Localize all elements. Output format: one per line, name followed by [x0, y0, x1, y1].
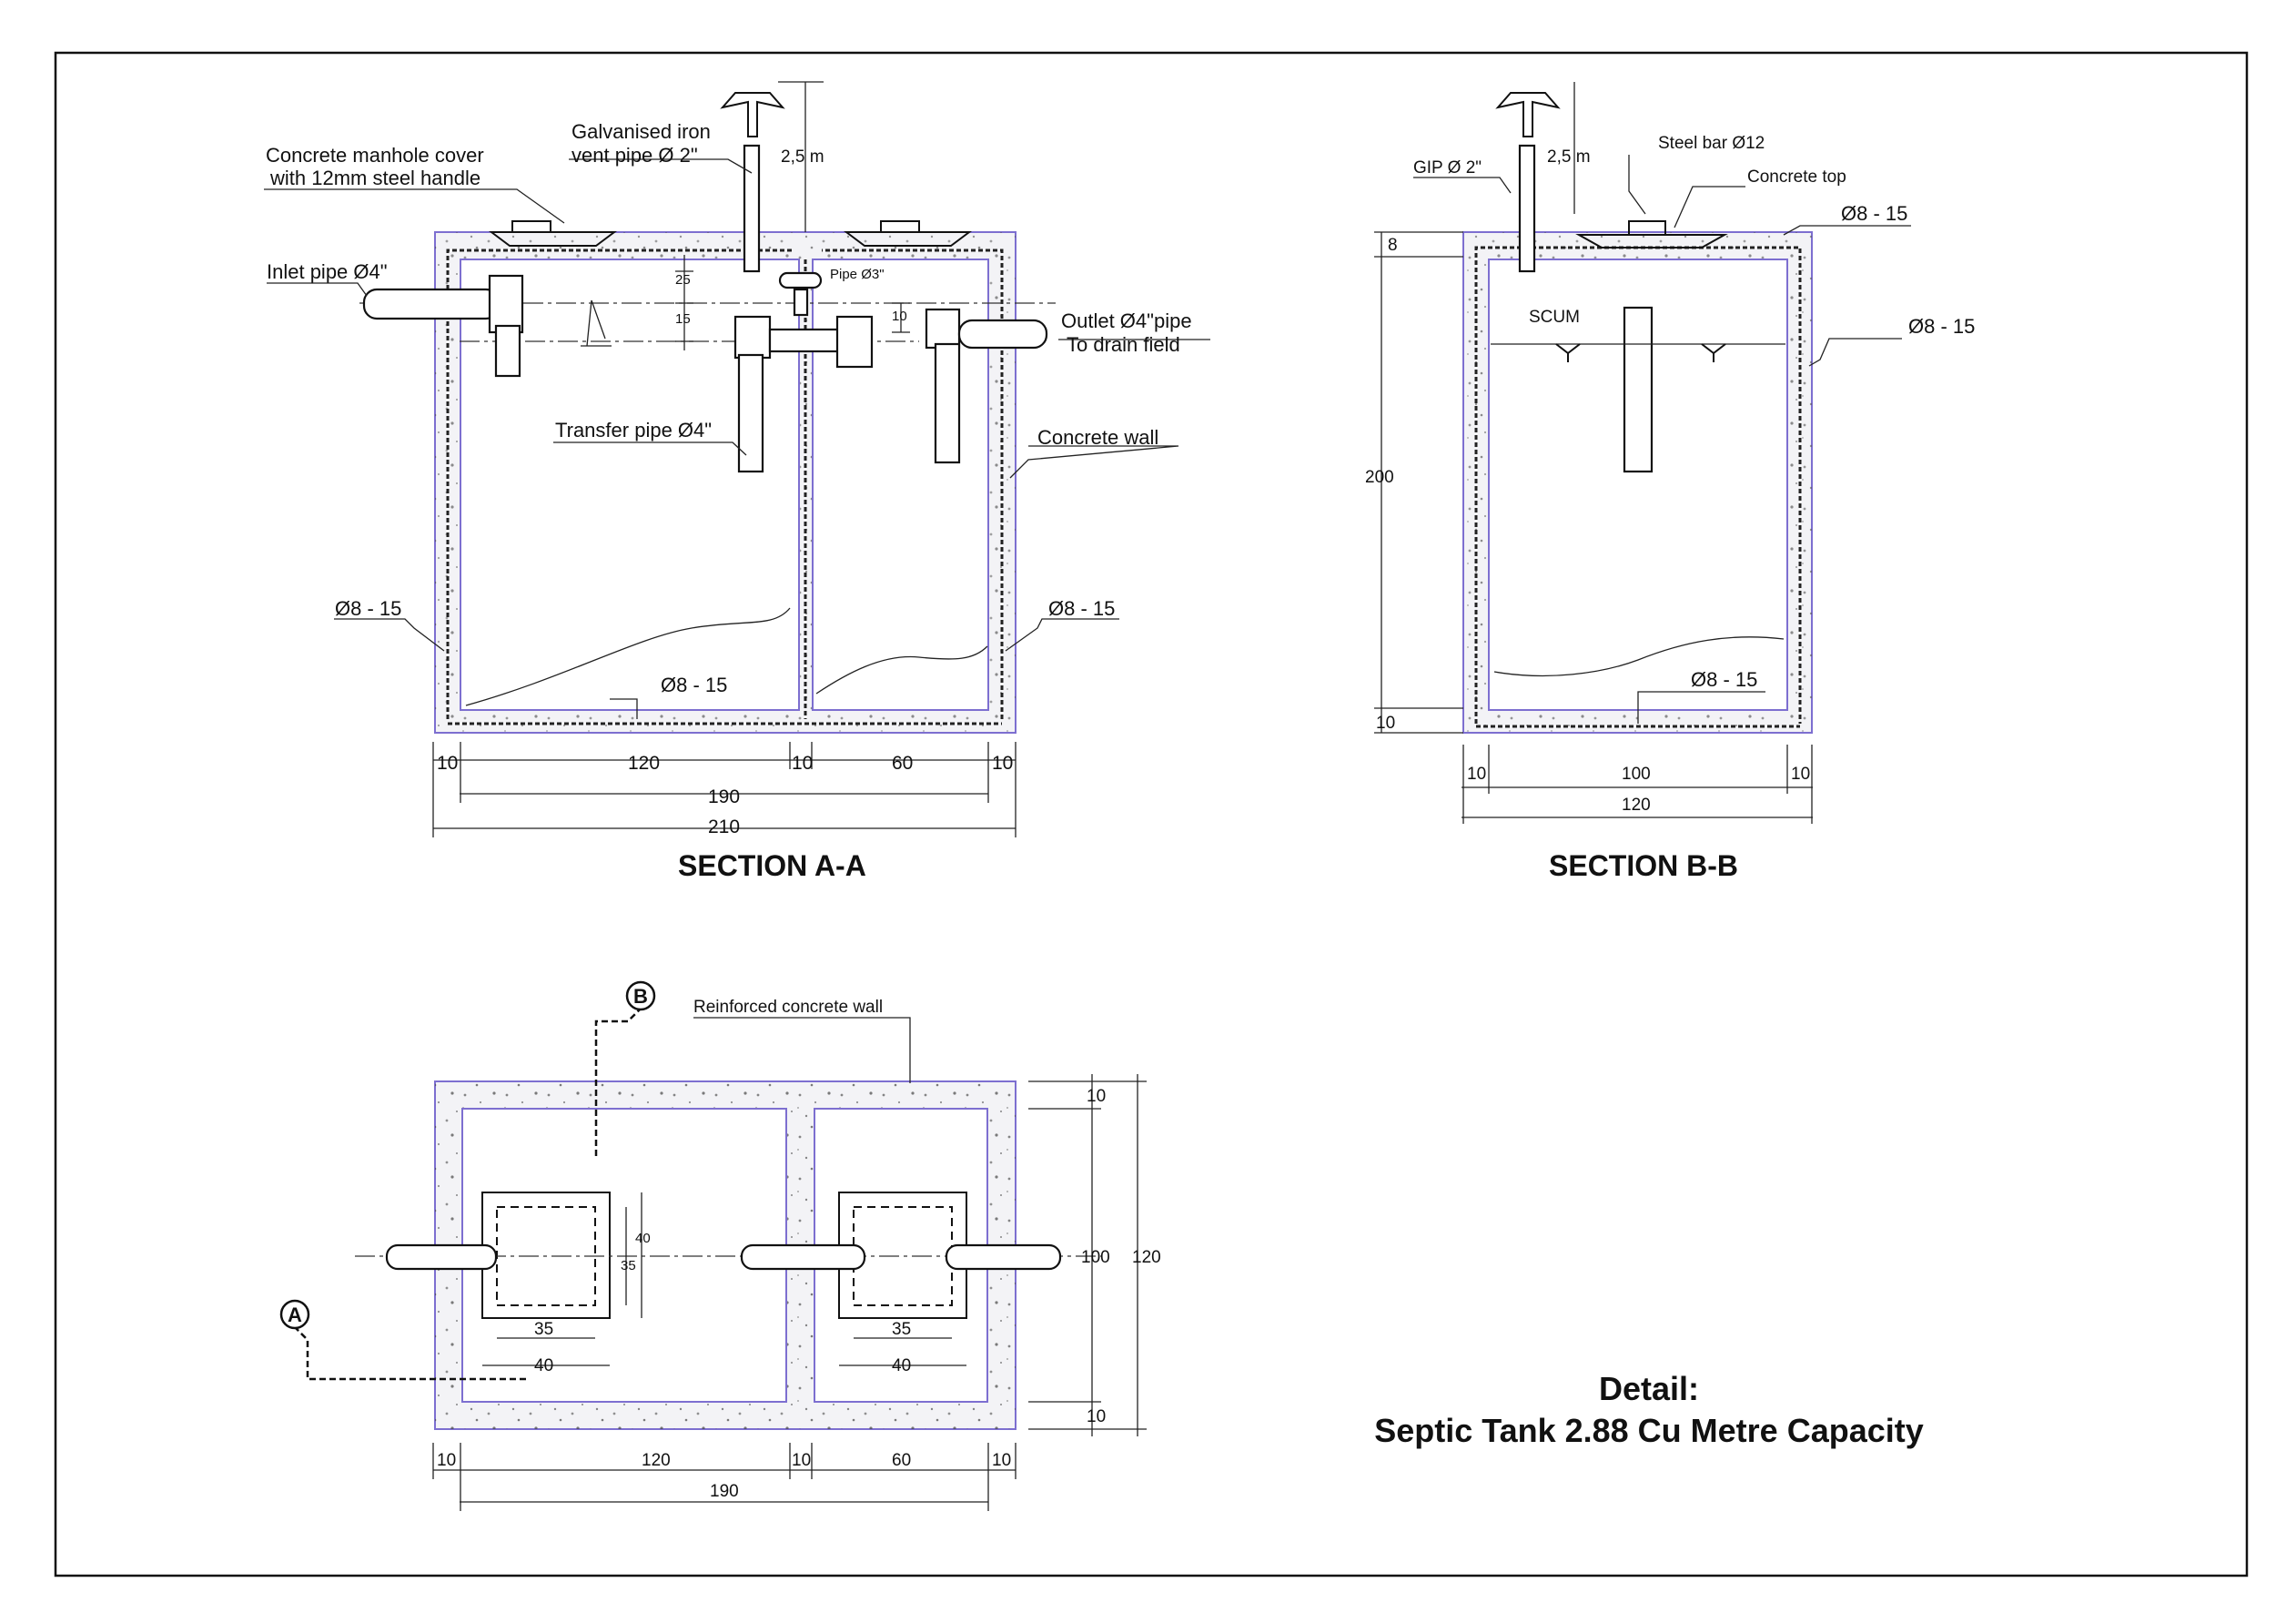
rebar-bottom-label: Ø8 - 15: [661, 674, 727, 696]
manhole-cover-label-1: Concrete manhole cover: [266, 144, 484, 167]
section-bb: [1374, 82, 1911, 824]
outlet-pipe-label-1: Outlet Ø4"pipe: [1061, 309, 1192, 332]
dim-wall-right: 10: [992, 753, 1013, 774]
dim-top-slab: 8: [1388, 236, 1398, 255]
bb-dim-wall-right: 10: [1791, 765, 1810, 784]
bb-rebar-top-label: Ø8 - 15: [1841, 202, 1907, 225]
level-25-label: 25: [675, 272, 691, 288]
dim-outer-total: 210: [708, 817, 740, 837]
detail-heading: Detail:: [1599, 1370, 1699, 1407]
sheet-border: [54, 51, 2249, 1577]
section-aa-title: SECTION A-A: [678, 849, 866, 882]
concrete-wall-label: Concrete wall: [1037, 426, 1158, 449]
section-aa: [264, 81, 1210, 837]
outlet-pipe-label-2: To drain field: [1067, 333, 1180, 356]
bb-vent-height-label: 2,5 m: [1547, 147, 1591, 167]
dim-wall-mid: 10: [792, 753, 813, 774]
scum-label: SCUM: [1529, 308, 1580, 327]
level-10-label: 10: [892, 309, 907, 324]
pipe-3-label: Pipe Ø3": [830, 267, 885, 282]
plan-dim-wall-left: 10: [437, 1451, 456, 1470]
bb-dim-wall-left: 10: [1467, 765, 1486, 784]
plan-dim-35-a: 35: [534, 1320, 553, 1339]
plan-dim-40-a: 40: [534, 1356, 553, 1375]
dim-inner-width: 100: [1622, 765, 1651, 784]
vent-pipe-label-1: Galvanised iron: [571, 120, 711, 143]
plan-dim-v40: 40: [635, 1231, 651, 1246]
bb-rebar-bottom-label: Ø8 - 15: [1691, 668, 1757, 691]
dim-chamber-2: 60: [892, 753, 913, 774]
plan-dim-chamber-2: 60: [892, 1451, 911, 1470]
inlet-pipe-label: Inlet pipe Ø4": [267, 260, 388, 283]
dim-outer-width: 120: [1622, 796, 1651, 815]
plan-dim-wall-bottom: 10: [1087, 1407, 1106, 1426]
gip-label: GIP Ø 2": [1413, 158, 1482, 178]
dim-base: 10: [1376, 714, 1395, 733]
vent-height-label: 2,5 m: [781, 147, 824, 167]
plan-dim-wall-mid: 10: [792, 1451, 811, 1470]
plan-dim-35-b: 35: [892, 1320, 911, 1339]
dim-chamber-1: 120: [628, 753, 660, 774]
dim-wall-left: 10: [437, 753, 458, 774]
section-marker-b: B: [633, 985, 648, 1008]
section-bb-title: SECTION B-B: [1549, 849, 1738, 882]
concrete-top-label: Concrete top: [1747, 167, 1846, 187]
plan-dim-wall-top: 10: [1087, 1087, 1106, 1106]
level-15-label: 15: [675, 311, 691, 327]
plan-dim-inner-height: 100: [1081, 1248, 1110, 1267]
dim-inner-total: 190: [708, 786, 740, 807]
plan-dim-total: 190: [710, 1482, 739, 1501]
reinforced-wall-label: Reinforced concrete wall: [693, 998, 883, 1017]
rebar-left-label: Ø8 - 15: [335, 597, 401, 620]
bb-rebar-side-label: Ø8 - 15: [1908, 315, 1975, 338]
detail-title: Septic Tank 2.88 Cu Metre Capacity: [1374, 1412, 1924, 1449]
dim-height: 200: [1365, 468, 1394, 487]
plan-dim-outer-height: 120: [1132, 1248, 1161, 1267]
plan-dim-40-b: 40: [892, 1356, 911, 1375]
plan-dim-v35: 35: [621, 1258, 636, 1273]
plan-dim-wall-right: 10: [992, 1451, 1011, 1470]
section-marker-a: A: [288, 1303, 302, 1326]
steel-bar-label: Steel bar Ø12: [1658, 134, 1765, 153]
plan-dim-chamber-1: 120: [642, 1451, 671, 1470]
rebar-right-label: Ø8 - 15: [1048, 597, 1115, 620]
transfer-pipe-label: Transfer pipe Ø4": [555, 419, 712, 441]
vent-pipe-label-2: vent pipe Ø 2": [571, 144, 698, 167]
manhole-cover-label-2: with 12mm steel handle: [269, 167, 480, 189]
plan-view: [279, 980, 1147, 1511]
